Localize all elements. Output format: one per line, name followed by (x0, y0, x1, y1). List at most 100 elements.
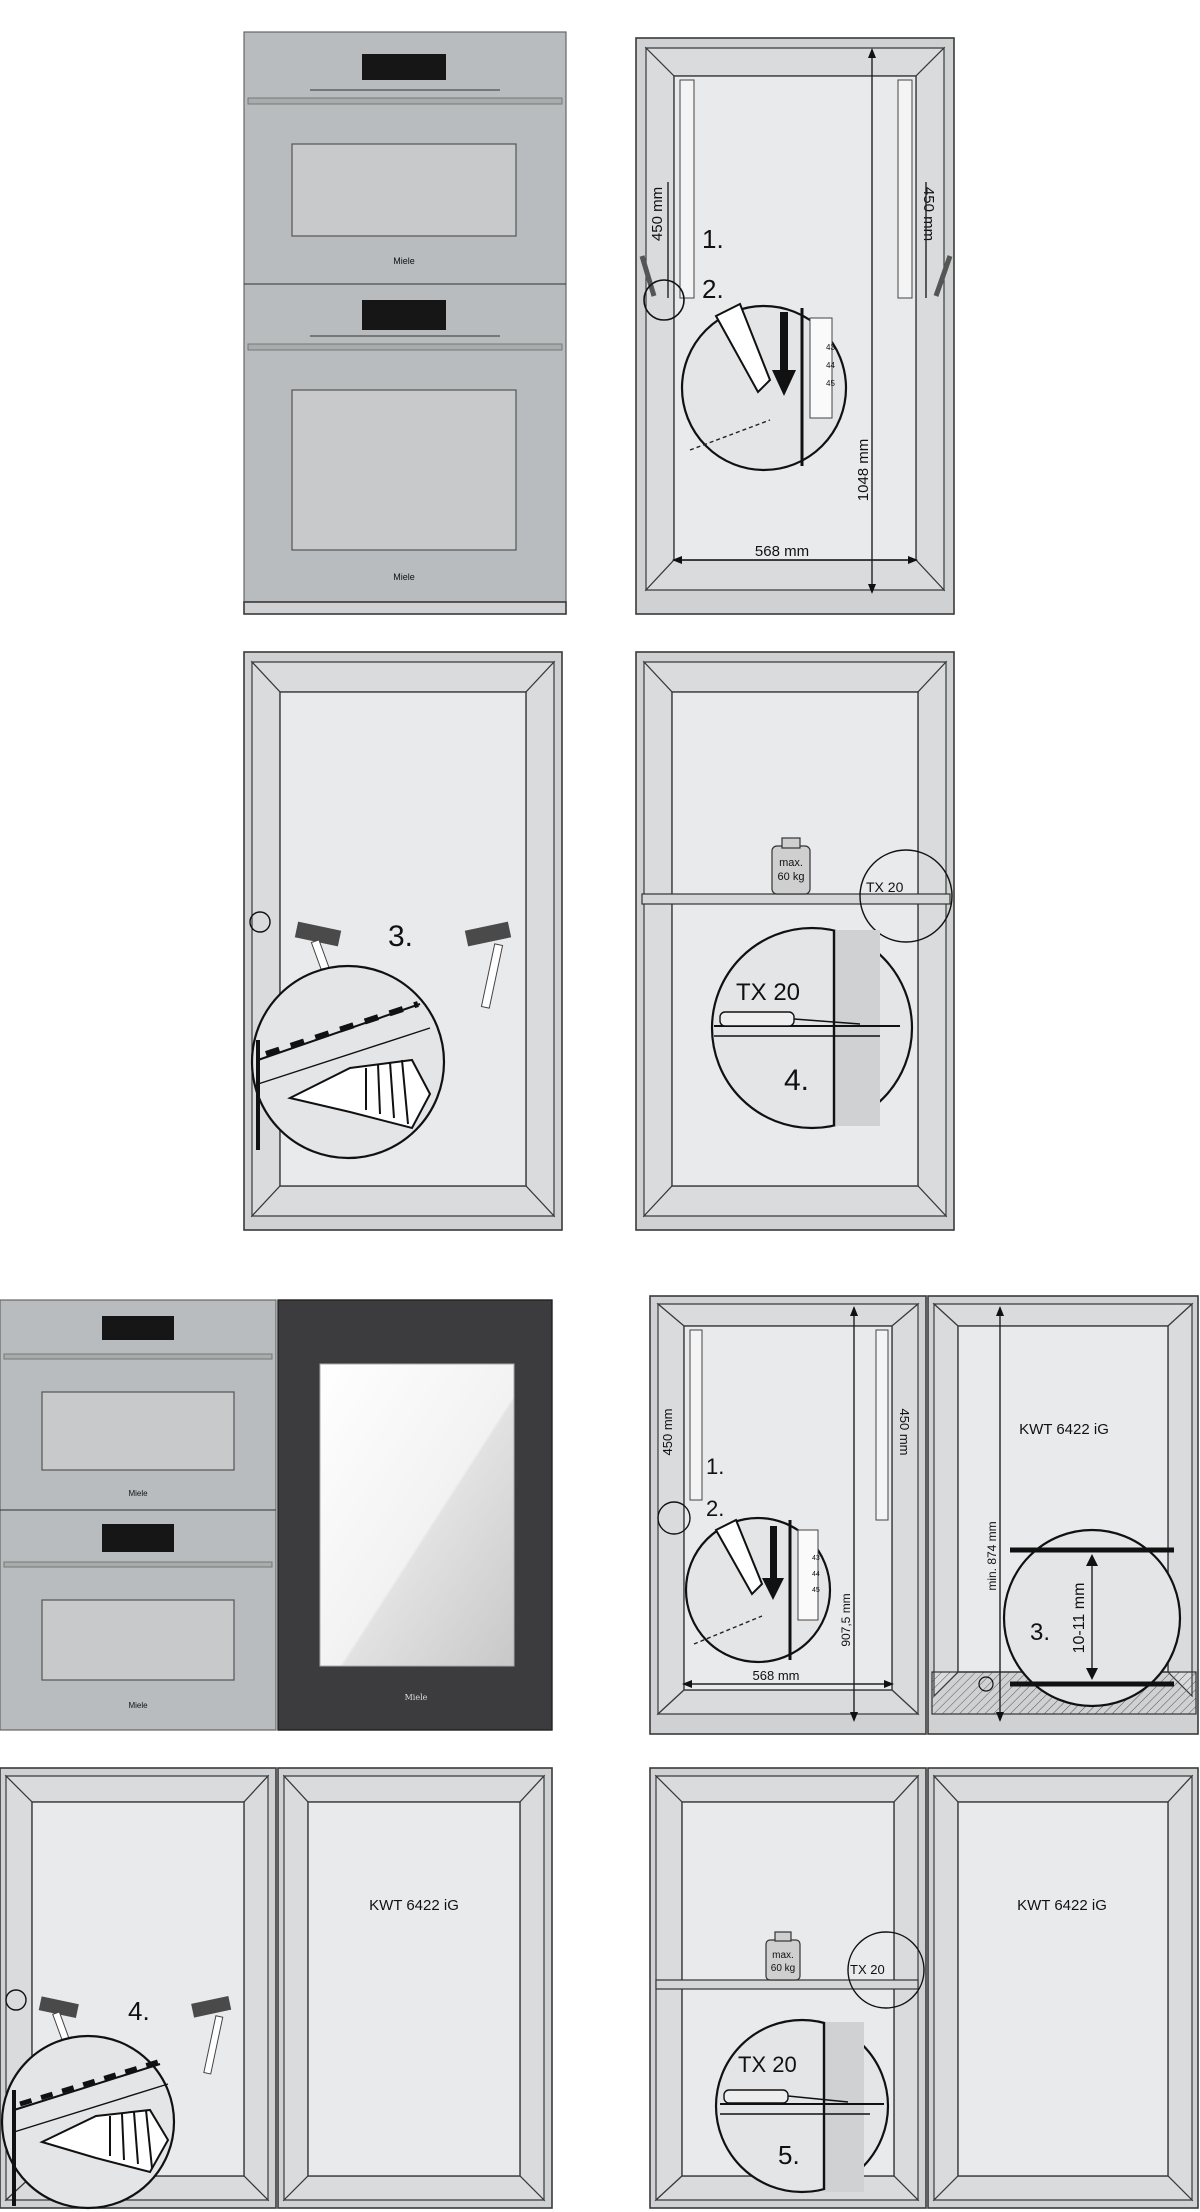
gap-arrow-top (1086, 1554, 1098, 1566)
min-height-arrow-top (996, 1306, 1004, 1316)
cabinet-left-bevel (643, 660, 673, 1218)
zoom-ruler-scale (19, 2059, 159, 2107)
panel-d-shelf-tx20: max. 60 kg TX 20 TX 20 4. (635, 651, 955, 1231)
tx20-zoom (710, 926, 914, 1130)
step-5-label: 5. (778, 2140, 800, 2170)
glass-shelf (655, 1979, 919, 1990)
left-folding-ruler (679, 79, 695, 299)
lower-oven-brand: Miele (128, 1701, 148, 1710)
detail-marker-circle (859, 849, 953, 943)
right-cabinet-top-bevel (932, 1775, 1194, 1803)
width-arrow-right (884, 1680, 894, 1688)
zoom-pencil (714, 1518, 764, 1596)
model-label: KWT 6422 iG (1019, 1421, 1109, 1438)
height-arrow-top (868, 48, 876, 58)
step-2-label: 2. (702, 274, 724, 304)
width-arrow-left (682, 1680, 692, 1688)
gap-detail-marker (978, 1676, 994, 1692)
left-hammer-head (294, 921, 342, 947)
model-label: KWT 6422 iG (1017, 1897, 1107, 1914)
zoom-cabinet-side (824, 2022, 864, 2192)
zoom-down-arrow (772, 312, 796, 396)
right-hammer-handle (480, 943, 504, 1009)
lower-oven-brand: Miele (393, 572, 415, 582)
upper-oven-brand: Miele (393, 256, 415, 266)
zoom-pencil (714, 302, 772, 394)
upper-oven-brand: Miele (128, 1489, 148, 1498)
panel-e-oven-and-wine-cooler: Miele Miele Miele (0, 1299, 553, 1731)
step-2-label: 2. (706, 1496, 724, 1521)
right-hammer-head (464, 921, 512, 947)
lower-oven-handle (247, 343, 563, 351)
height-arrow-top (850, 1306, 858, 1316)
panel-f-measure-two-cabinets: 450 mm 450 mm 907,5 mm 568 mm 1. 2. 43 4… (649, 1295, 1199, 1735)
glass-shelf (641, 893, 951, 905)
upper-oven-handle (3, 1353, 273, 1360)
zoom-pencil-tip (287, 1058, 432, 1130)
detail-marker-circle (847, 1931, 925, 2009)
zoom-ruler (809, 317, 833, 419)
gap-dimension: 10-11 mm (1071, 1583, 1088, 1654)
model-label: KWT 6422 iG (369, 1897, 459, 1914)
right-cabinet-left-bevel (933, 1302, 959, 1698)
pencil-mark-zoom (680, 304, 848, 472)
right-cabinet-top-bevel (932, 1303, 1194, 1327)
zoom-ruler-bottom (257, 1027, 431, 1085)
zoom-ruler-bottom (13, 2083, 169, 2133)
upper-oven-window (291, 143, 517, 237)
height-dimension: 1048 mm (855, 439, 872, 502)
zoom-ruler-tick-44: 44 (826, 361, 835, 370)
detail-marker-circle (657, 1501, 691, 1535)
cabinet-top-bevel (644, 47, 946, 77)
panel-b-measure-cabinet: 1048 mm 568 mm 450 mm 450 mm 1. 2. 43 44… (635, 37, 955, 615)
zoom-screwdriver (719, 1011, 795, 1027)
zoom-pencil-grooves (109, 2109, 153, 2169)
pencil-mark-zoom (684, 1516, 832, 1664)
width-arrow-left (672, 556, 682, 564)
fixing-zoom (250, 964, 446, 1160)
tool-label-large: TX 20 (736, 979, 800, 1006)
right-cabinet-right-bevel (1167, 1774, 1193, 2202)
upper-oven-display (102, 1316, 174, 1340)
left-cabinet-top-bevel (656, 1303, 920, 1327)
left-pencil (639, 255, 657, 297)
detail-marker-circle (249, 911, 271, 933)
weight-line-2: 60 kg (771, 1963, 795, 1974)
zoom-ruler-tick-43: 43 (826, 343, 835, 352)
weight-line-1: max. (772, 1950, 794, 1961)
lower-oven-window (41, 1599, 235, 1681)
zoom-ruler-tick-45: 45 (812, 1587, 820, 1594)
zoom-ruler-tick-44: 44 (812, 1571, 820, 1578)
zoom-screwdriver-shaft (787, 2095, 849, 2103)
width-arrow-right (908, 556, 918, 564)
step-4-label: 4. (128, 1996, 150, 2026)
gap-arrow-bottom (1086, 1668, 1098, 1680)
left-cabinet-left-bevel (657, 1302, 685, 1716)
right-cabinet-bottom-bevel (932, 2175, 1194, 2201)
right-pencil (933, 255, 953, 297)
panel-a-double-oven: Miele Miele (243, 31, 567, 615)
zoom-screwdriver (723, 2089, 789, 2104)
cabinet-bottom-bevel (642, 1185, 948, 1217)
right-cabinet-left-bevel (933, 1774, 959, 2202)
panel-h-shelf-two-cabinets: KWT 6422 iG max. 60 kg TX 20 TX 20 5. (649, 1767, 1199, 2209)
weight-handle (774, 1931, 792, 1942)
width-dimension: 568 mm (755, 543, 809, 560)
cabinet-top-bevel (250, 661, 556, 693)
zoom-ruler (797, 1529, 819, 1621)
upper-oven-display (362, 54, 446, 80)
wine-cooler-brand: Miele (405, 1693, 428, 1702)
lower-oven-window (291, 389, 517, 551)
tool-label-small: TX 20 (850, 1962, 885, 1977)
min-height-dimension: min. 874 mm (985, 1521, 999, 1590)
right-cabinet-interior (957, 1801, 1169, 2177)
right-hammer-handle (203, 2015, 224, 2075)
left-cabinet-bottom-bevel (656, 1689, 920, 1715)
upper-oven-window (41, 1391, 235, 1471)
left-cabinet-top-bevel (4, 1775, 270, 1803)
left-450-dimension: 450 mm (660, 1409, 675, 1456)
right-cabinet-interior (307, 1801, 521, 2177)
width-dimension: 568 mm (753, 1668, 800, 1683)
